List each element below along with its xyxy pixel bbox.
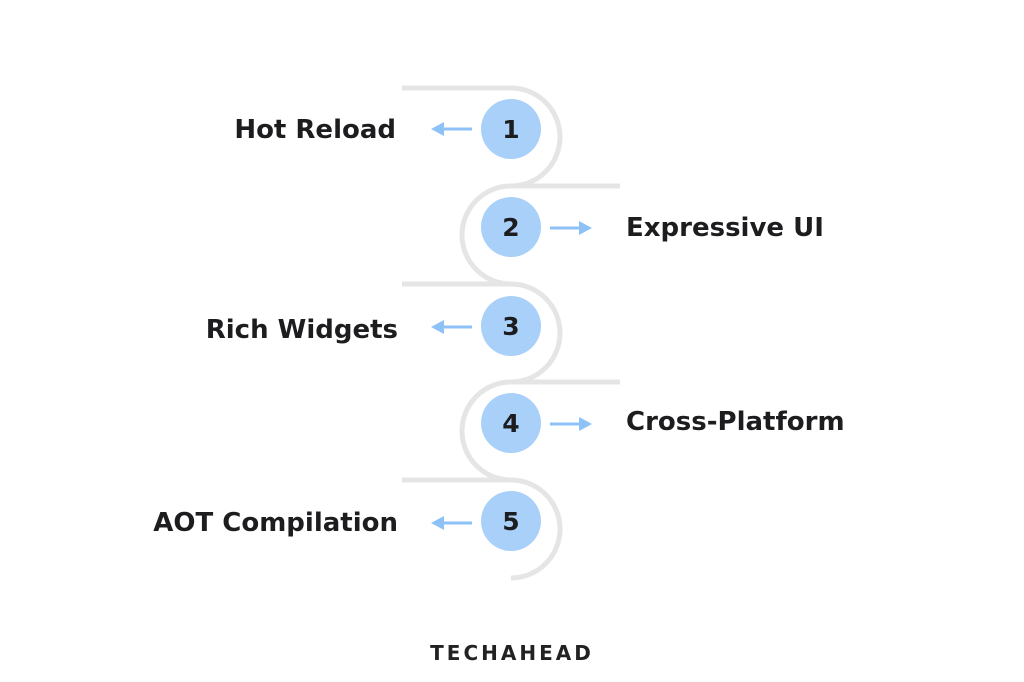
arrow-left-icon	[431, 320, 472, 334]
step-3-label: Rich Widgets	[205, 315, 398, 345]
serpentine-track	[402, 85, 620, 581]
step-3-circle: 3	[481, 296, 541, 356]
step-4-circle: 4	[481, 393, 541, 453]
step-1-circle: 1	[481, 99, 541, 159]
arrow-right-icon	[550, 417, 592, 431]
step-5-number: 5	[502, 506, 520, 536]
step-4-number: 4	[502, 408, 520, 438]
step-2-label: Expressive UI	[626, 213, 824, 243]
arrows	[431, 122, 592, 530]
step-3-number: 3	[502, 311, 520, 341]
techahead-logo: TECHAHEAD	[430, 641, 594, 665]
arrow-left-icon	[431, 122, 472, 136]
arrow-left-icon	[431, 516, 472, 530]
step-1-label: Hot Reload	[234, 115, 396, 145]
arrow-right-icon	[550, 221, 592, 235]
step-5-label: AOT Compilation	[153, 508, 398, 538]
step-2-circle: 2	[481, 197, 541, 257]
step-1-number: 1	[502, 114, 520, 144]
step-4-label: Cross-Platform	[626, 407, 845, 437]
step-2-number: 2	[502, 212, 520, 242]
step-5-circle: 5	[481, 491, 541, 551]
